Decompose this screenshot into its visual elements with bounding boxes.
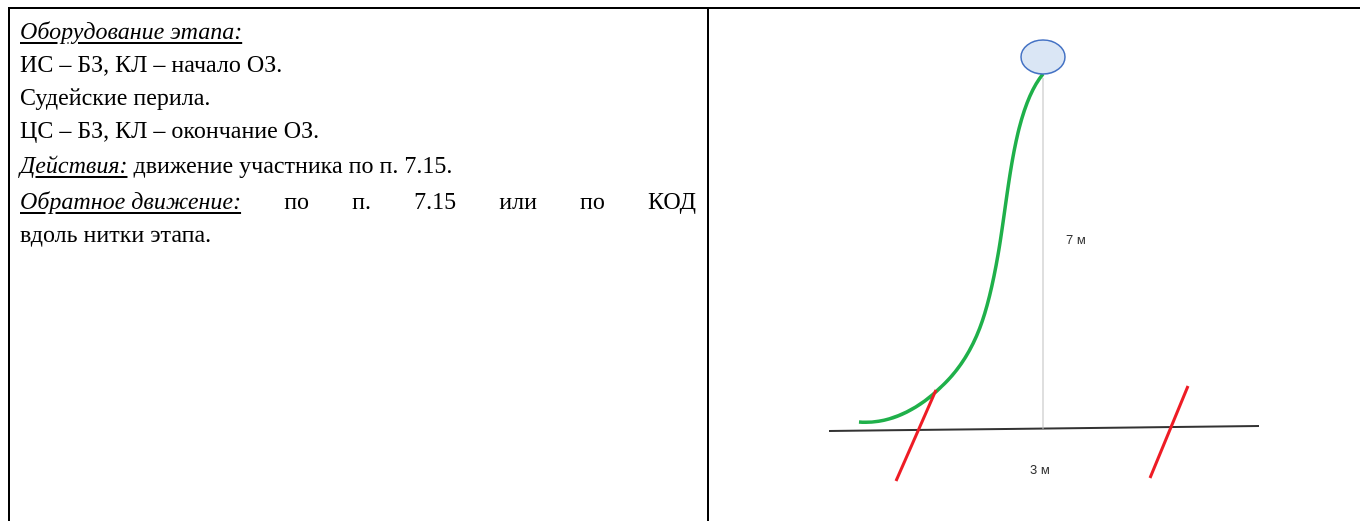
actions-paragraph: Действия: движение участника по п. 7.15. [20,151,696,181]
reverse-heading: Обратное движение: [20,189,242,215]
reverse-word: КОД [648,189,696,215]
anchor-point-icon [1020,39,1066,75]
reverse-word: или [499,189,537,215]
stage-diagram: 7 м 3 м [828,39,1260,482]
reverse-word: 7.15 [414,189,457,215]
equipment-heading: Оборудование этапа: [20,17,696,47]
ground-line [828,425,1260,432]
reverse-word: по [284,189,310,215]
reverse-paragraph-line-2: вдоль нитки этапа. [20,222,212,248]
actions-text: движение участника по п. 7.15. [127,153,453,179]
width-label: 3 м [1030,462,1050,477]
reverse-paragraph-line-1: Обратное движение: по п. 7.15 или по КОД [20,187,696,217]
route-curve [858,72,1045,424]
equipment-line-1: ИС – БЗ, КЛ – начало ОЗ. [20,52,283,78]
start-marker [894,389,938,482]
table-border-middle [707,7,709,521]
diagram-cell: 7 м 3 м [709,9,1360,521]
equipment-line-3: ЦС – БЗ, КЛ – окончание ОЗ. [20,118,320,144]
reverse-word: по [580,189,605,215]
end-marker [1148,385,1190,479]
table-border-left [8,7,10,521]
equipment-heading-text: Оборудование этапа: [20,19,243,45]
table-border-top [8,7,1360,9]
actions-heading: Действия: [20,153,128,179]
equipment-line-2: Судейские перила. [20,85,211,111]
height-label: 7 м [1066,232,1086,247]
reverse-word: п. [352,189,371,215]
